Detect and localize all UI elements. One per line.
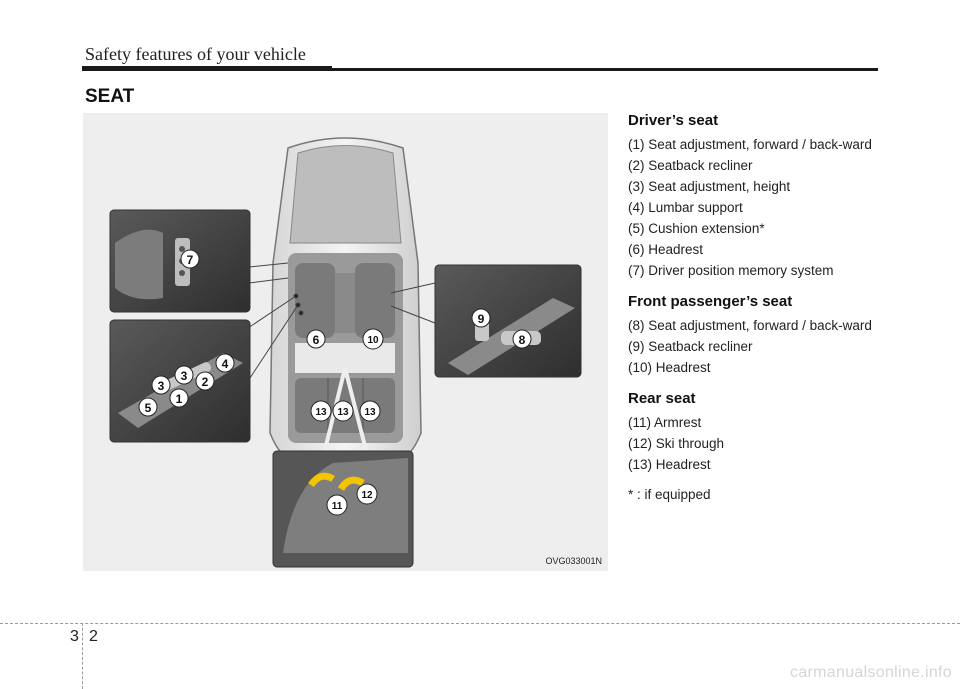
svg-text:5: 5 xyxy=(145,401,152,415)
figure-code: OVG033001N xyxy=(545,556,602,566)
svg-text:10: 10 xyxy=(367,335,379,346)
callout-13b: 13 xyxy=(332,400,354,422)
svg-text:13: 13 xyxy=(364,407,376,418)
svg-text:7: 7 xyxy=(187,253,194,267)
legend-item: (7) Driver position memory system xyxy=(628,263,834,278)
callout-8: 8 xyxy=(512,329,532,349)
legend-group-passenger: Front passenger’s seat (8) Seat adjustme… xyxy=(628,293,890,376)
callout-3a: 3 xyxy=(174,365,194,385)
svg-text:11: 11 xyxy=(332,501,343,512)
legend-item: (3) Seat adjustment, height xyxy=(628,179,791,194)
legend-group-rear: Rear seat (11) Armrest (12) Ski through … xyxy=(628,390,890,473)
svg-text:13: 13 xyxy=(315,407,327,418)
callout-5: 5 xyxy=(138,397,158,417)
group-title: Front passenger’s seat xyxy=(628,293,793,310)
callout-10: 10 xyxy=(362,328,384,350)
callout-badges: 7 4 3 3 2 5 1 9 8 6 10 13 13 13 11 12 xyxy=(138,249,532,516)
footnote: * : if equipped xyxy=(628,487,711,502)
legend-item: (11) Armrest xyxy=(628,415,702,430)
svg-text:9: 9 xyxy=(478,312,485,326)
legend-item: (2) Seatback recliner xyxy=(628,158,753,173)
callout-13c: 13 xyxy=(359,400,381,422)
header-rule xyxy=(82,68,878,71)
car-top-view xyxy=(269,137,422,459)
callout-1: 1 xyxy=(169,388,189,408)
legend-item: (1) Seat adjustment, forward / back-ward xyxy=(628,137,872,152)
callout-4: 4 xyxy=(215,353,235,373)
legend-item: (12) Ski through xyxy=(628,436,725,451)
seat-figure: 7 4 3 3 2 5 1 9 8 6 10 13 13 13 11 12 OV… xyxy=(83,113,608,571)
callout-2: 2 xyxy=(195,371,215,391)
callout-13a: 13 xyxy=(310,400,332,422)
callout-7: 7 xyxy=(180,249,200,269)
legend-item: (6) Headrest xyxy=(628,242,704,257)
watermark: carmanualsonline.info xyxy=(790,664,952,681)
svg-text:3: 3 xyxy=(181,369,188,383)
page-number: 2 xyxy=(89,628,98,645)
legend-item: (13) Headrest xyxy=(628,457,711,472)
legend-item: (5) Cushion extension* xyxy=(628,221,765,236)
group-title: Rear seat xyxy=(628,390,696,407)
header-rule-accent xyxy=(82,66,332,71)
svg-text:6: 6 xyxy=(313,333,320,347)
svg-text:3: 3 xyxy=(158,379,165,393)
footer-divider xyxy=(82,623,83,689)
callout-6: 6 xyxy=(306,329,326,349)
legend-group-driver: Driver’s seat (1) Seat adjustment, forwa… xyxy=(628,112,890,279)
section-title: SEAT xyxy=(85,86,135,107)
callout-3b: 3 xyxy=(151,375,171,395)
inset-door-memory xyxy=(109,209,251,313)
callout-9: 9 xyxy=(471,308,491,328)
seat-illustration: 7 4 3 3 2 5 1 9 8 6 10 13 13 13 11 12 xyxy=(109,137,582,568)
footer-rule xyxy=(0,623,960,624)
legend: Driver’s seat (1) Seat adjustment, forwa… xyxy=(628,112,890,502)
group-title: Driver’s seat xyxy=(628,112,719,129)
callout-11: 11 xyxy=(326,494,348,516)
svg-text:1: 1 xyxy=(176,392,183,406)
svg-text:4: 4 xyxy=(222,357,229,371)
header-title: Safety features of your vehicle xyxy=(85,44,306,64)
page-section: 3 xyxy=(70,628,79,645)
callout-12: 12 xyxy=(356,483,378,505)
svg-text:12: 12 xyxy=(361,490,373,501)
legend-item: (8) Seat adjustment, forward / back-ward xyxy=(628,318,872,333)
inset-passenger-controls xyxy=(434,264,582,378)
legend-item: (10) Headrest xyxy=(628,360,711,375)
svg-text:8: 8 xyxy=(519,333,526,347)
svg-text:13: 13 xyxy=(337,407,349,418)
svg-text:2: 2 xyxy=(202,375,209,389)
legend-item: (4) Lumbar support xyxy=(628,200,743,215)
legend-item: (9) Seatback recliner xyxy=(628,339,753,354)
